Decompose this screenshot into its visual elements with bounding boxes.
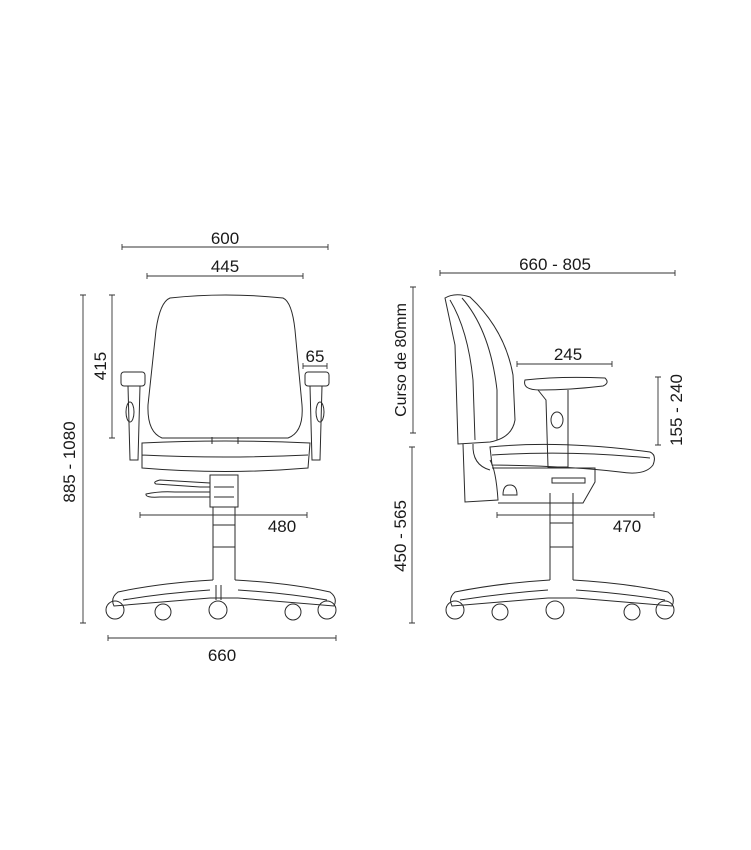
dim-line-245 [516, 361, 613, 367]
label-seat-height: 450 - 565 [391, 500, 410, 572]
front-lever [145, 479, 211, 498]
dim-line-470 [496, 512, 655, 518]
side-view: 660 - 805 Curso de 80mm 450 - 565 155 - … [391, 255, 686, 624]
label-seat-depth: 470 [613, 517, 641, 536]
label-armrest-length: 245 [554, 345, 582, 364]
dim-line-600 [121, 244, 329, 250]
dim-line-445 [146, 273, 304, 279]
side-seat [489, 443, 655, 474]
dim-line-backrest-travel [410, 286, 416, 434]
front-base [112, 579, 336, 607]
side-armrest [524, 376, 608, 468]
dim-line-480 [139, 512, 308, 518]
side-mechanism [492, 467, 596, 504]
side-backrest [444, 294, 516, 445]
front-view: 600 445 885 - 1080 415 65 480 660 [60, 229, 337, 665]
front-armrest-right [304, 371, 330, 461]
dim-line-885-1080 [80, 294, 86, 624]
dim-line-660-805 [439, 270, 676, 276]
front-armrest-left [120, 371, 146, 461]
label-armrest-width: 65 [306, 347, 325, 366]
front-casters [105, 585, 337, 621]
label-armrest-height: 155 - 240 [667, 374, 686, 446]
front-chair-drawing [105, 294, 337, 621]
dim-line-415 [109, 294, 115, 439]
label-overall-width: 600 [211, 229, 239, 248]
side-casters [445, 600, 675, 621]
side-base [450, 579, 674, 607]
front-backrest [147, 294, 303, 439]
dim-line-65 [302, 363, 328, 369]
dim-line-660 [107, 635, 337, 641]
label-backrest-height: 415 [91, 352, 110, 380]
front-gas-column [212, 507, 236, 580]
side-gas-column [549, 493, 574, 580]
front-seat [141, 440, 311, 472]
label-base-diameter: 660 [208, 646, 236, 665]
label-backrest-width: 445 [211, 257, 239, 276]
label-overall-depth: 660 - 805 [519, 255, 591, 274]
label-overall-height: 885 - 1080 [60, 421, 79, 502]
front-mechanism [209, 474, 239, 508]
dim-line-155-240 [655, 376, 661, 446]
side-knob [502, 484, 518, 496]
side-back-support [462, 443, 499, 503]
dim-line-450-565 [409, 446, 415, 624]
label-seat-width: 480 [268, 517, 296, 536]
label-backrest-travel: Curso de 80mm [393, 303, 410, 417]
side-chair-drawing [444, 294, 675, 621]
